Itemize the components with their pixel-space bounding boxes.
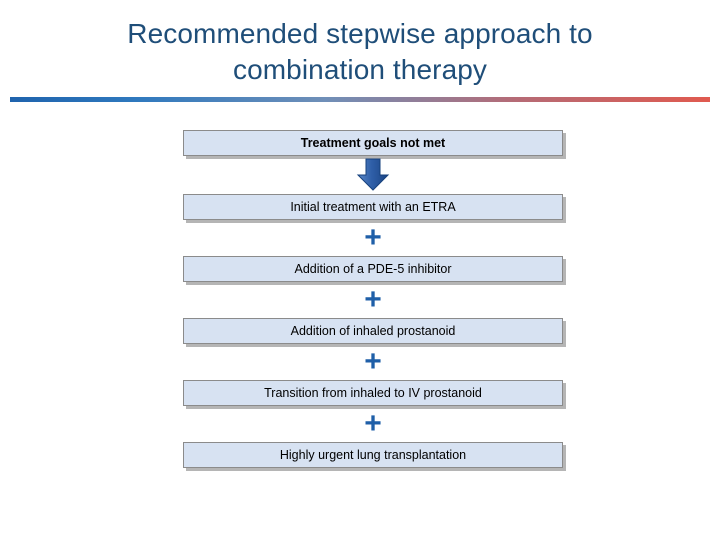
title-divider-rule: [10, 97, 710, 102]
flow-connector-4: +: [183, 344, 563, 380]
plus-icon: +: [364, 283, 382, 316]
flowchart: Treatment goals not met Initial treatmen…: [183, 130, 563, 468]
flow-connector-3: +: [183, 282, 563, 318]
flow-step-label-3: Addition of a PDE-5 inhibitor: [294, 262, 452, 276]
page-title: Recommended stepwise approach to combina…: [0, 16, 720, 88]
flow-step-box-4: Addition of inhaled prostanoid: [183, 318, 563, 344]
flow-step-box-5: Transition from inhaled to IV prostanoid: [183, 380, 563, 406]
plus-icon: +: [364, 345, 382, 378]
flow-connector-1: [183, 156, 563, 194]
flow-connector-5: +: [183, 406, 563, 442]
flow-step-box-3: Addition of a PDE-5 inhibitor: [183, 256, 563, 282]
down-arrow-icon: [356, 158, 390, 191]
flow-step-label-5: Transition from inhaled to IV prostanoid: [264, 386, 482, 400]
flow-step-box-1: Treatment goals not met: [183, 130, 563, 156]
plus-icon: +: [364, 221, 382, 254]
plus-icon: +: [364, 407, 382, 440]
flow-step-label-6: Highly urgent lung transplantation: [279, 448, 467, 462]
flow-step-label-1: Treatment goals not met: [300, 136, 446, 150]
page-title-line-1: Recommended stepwise approach to: [127, 18, 593, 49]
flow-connector-2: +: [183, 220, 563, 256]
flow-step-label-4: Addition of inhaled prostanoid: [290, 324, 456, 338]
flow-step-box-2: Initial treatment with an ETRA: [183, 194, 563, 220]
page-title-line-2: combination therapy: [232, 54, 488, 85]
flow-step-label-2: Initial treatment with an ETRA: [290, 200, 456, 214]
flow-step-box-6: Highly urgent lung transplantation: [183, 442, 563, 468]
